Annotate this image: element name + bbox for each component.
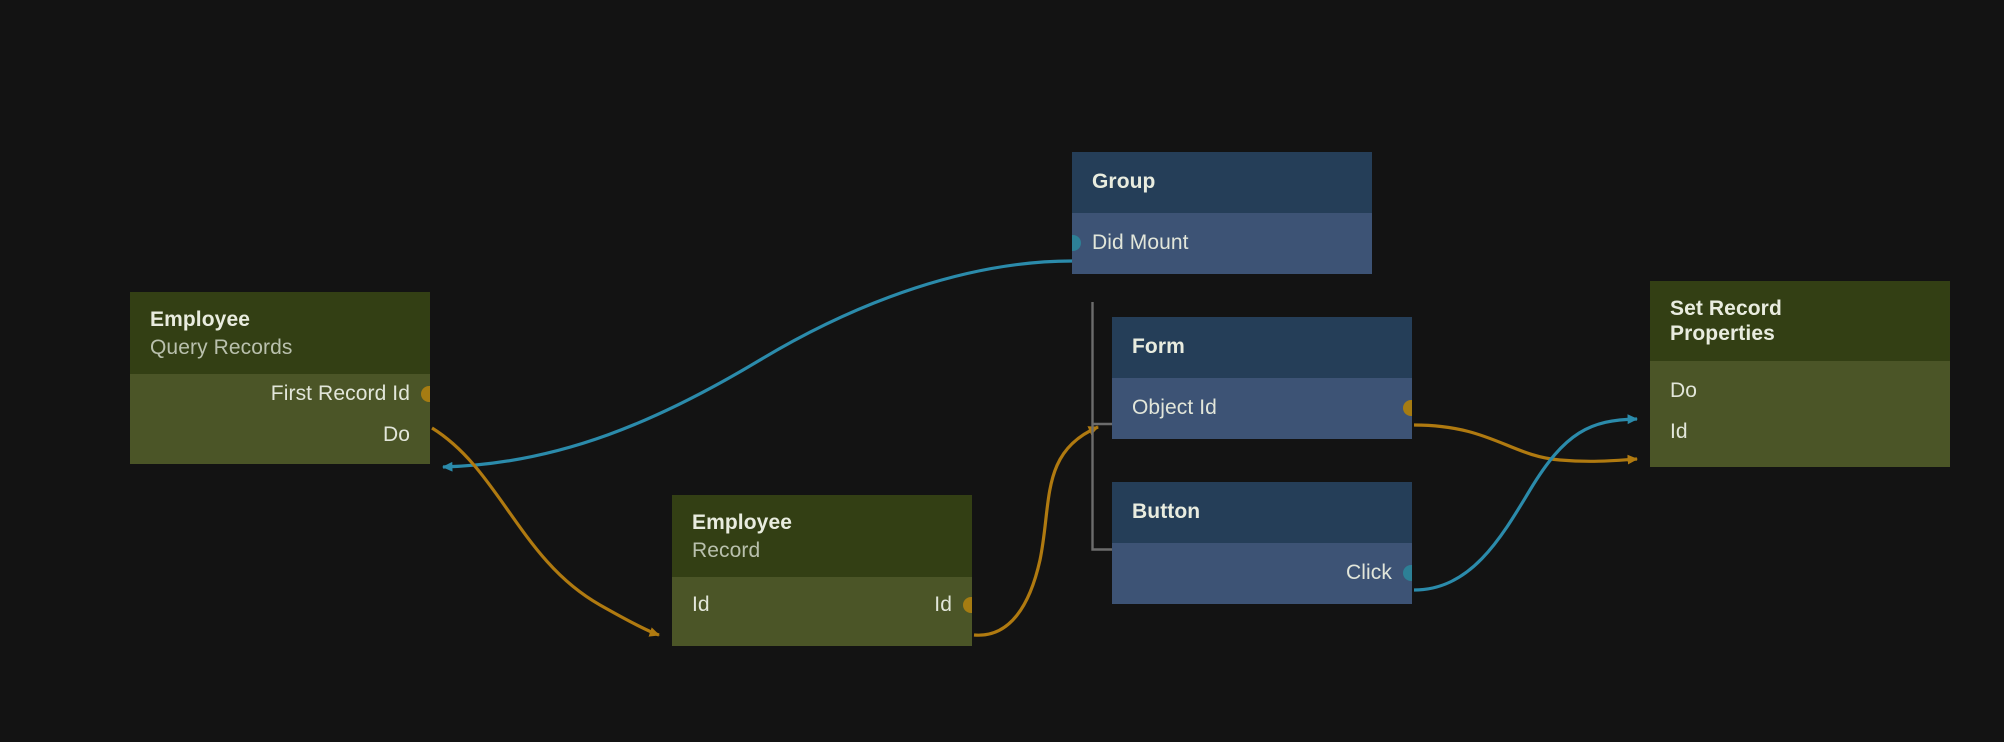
node-button[interactable]: Button Click (1112, 482, 1412, 604)
edge-click-to-set-record-do (1413, 414, 1638, 592)
node-body: Id Id (672, 576, 972, 646)
node-body: First Record Id Do (130, 373, 430, 464)
edge-did-mount-to-query-do (442, 259, 1073, 472)
node-title: Form (1132, 335, 1185, 358)
port-label-do: Do (382, 423, 410, 447)
edge-form-object-id-to-set-record-id (1413, 423, 1638, 465)
port-label-id-out: Id (934, 593, 952, 617)
node-employee-record[interactable]: Employee Record Id Id (672, 495, 972, 646)
port-do-arrow-icon[interactable] (428, 426, 430, 444)
node-body: Click (1112, 542, 1412, 604)
port-row-click[interactable]: Click (1112, 553, 1412, 594)
node-subtitle: Record (692, 538, 761, 562)
port-first-record-id-circle-icon[interactable] (419, 384, 430, 404)
node-title: Group (1092, 170, 1156, 193)
node-title: Button (1132, 500, 1201, 523)
node-header[interactable]: Set Record Properties (1650, 281, 1950, 361)
port-row-do[interactable]: Do (1650, 371, 1950, 412)
port-do-arrow-icon[interactable] (1650, 382, 1651, 400)
node-set-record-properties[interactable]: Set Record Properties Do Id (1650, 281, 1950, 467)
port-label-id-in: Id (692, 593, 710, 617)
node-header[interactable]: Group (1072, 152, 1372, 213)
port-row-id[interactable]: Id Id (672, 585, 972, 626)
node-employee-query-records[interactable]: Employee Query Records First Record Id D… (130, 292, 430, 464)
node-header[interactable]: Employee Query Records (130, 292, 430, 374)
node-title-line1: Set Record (1670, 297, 1782, 320)
port-click-circle-icon[interactable] (1401, 563, 1412, 583)
node-form[interactable]: Form Object Id (1112, 317, 1412, 439)
port-label-did-mount: Did Mount (1092, 231, 1189, 255)
port-label-do: Do (1670, 379, 1698, 403)
edge-record-id-to-form-object-id (973, 425, 1099, 637)
port-label-object-id: Object Id (1132, 396, 1217, 420)
node-body: Object Id (1112, 377, 1412, 439)
port-did-mount-circle-icon[interactable] (1072, 233, 1083, 253)
node-title-line2: Properties (1670, 321, 1775, 345)
node-header[interactable]: Button (1112, 482, 1412, 543)
node-subtitle: Query Records (150, 335, 293, 359)
port-label-first-record-id: First Record Id (270, 382, 410, 406)
port-object-id-input-arrow-icon[interactable] (1112, 399, 1113, 417)
node-group[interactable]: Group Did Mount (1072, 152, 1372, 274)
port-row-do[interactable]: Do (130, 415, 430, 456)
port-id-arrow-icon[interactable] (1650, 423, 1651, 441)
node-body: Do Id (1650, 360, 1950, 467)
node-body: Did Mount (1072, 212, 1372, 274)
port-id-input-arrow-icon[interactable] (672, 596, 673, 614)
edge-first-record-id-to-record-id (431, 426, 660, 637)
port-label-id: Id (1670, 420, 1688, 444)
port-row-first-record-id[interactable]: First Record Id (130, 374, 430, 415)
port-id-output-circle-icon[interactable] (961, 595, 972, 615)
port-row-id[interactable]: Id (1650, 412, 1950, 453)
node-header[interactable]: Form (1112, 317, 1412, 378)
port-label-click: Click (1346, 561, 1392, 585)
node-title: Employee (150, 308, 251, 331)
port-object-id-output-circle-icon[interactable] (1401, 398, 1412, 418)
node-title: Employee (692, 511, 793, 534)
port-row-did-mount[interactable]: Did Mount (1072, 223, 1372, 264)
node-header[interactable]: Employee Record (672, 495, 972, 577)
port-row-object-id[interactable]: Object Id (1112, 388, 1412, 429)
